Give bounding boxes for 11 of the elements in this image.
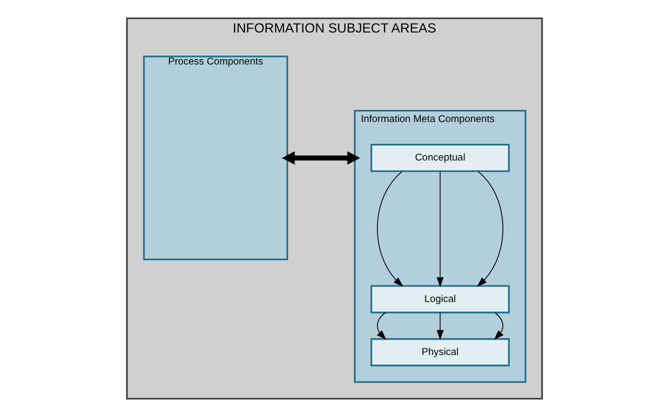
node-box: Process Components (142, 56, 288, 260)
node-box: Logical (370, 285, 510, 314)
arrow (436, 171, 444, 288)
arrow (476, 171, 503, 287)
arrow (376, 312, 386, 340)
arrow (494, 312, 503, 340)
arrow (281, 151, 360, 165)
node-box: Conceptual (370, 144, 510, 172)
arrow (436, 312, 444, 340)
arrow (376, 171, 403, 287)
node-box: Physical (370, 338, 510, 366)
